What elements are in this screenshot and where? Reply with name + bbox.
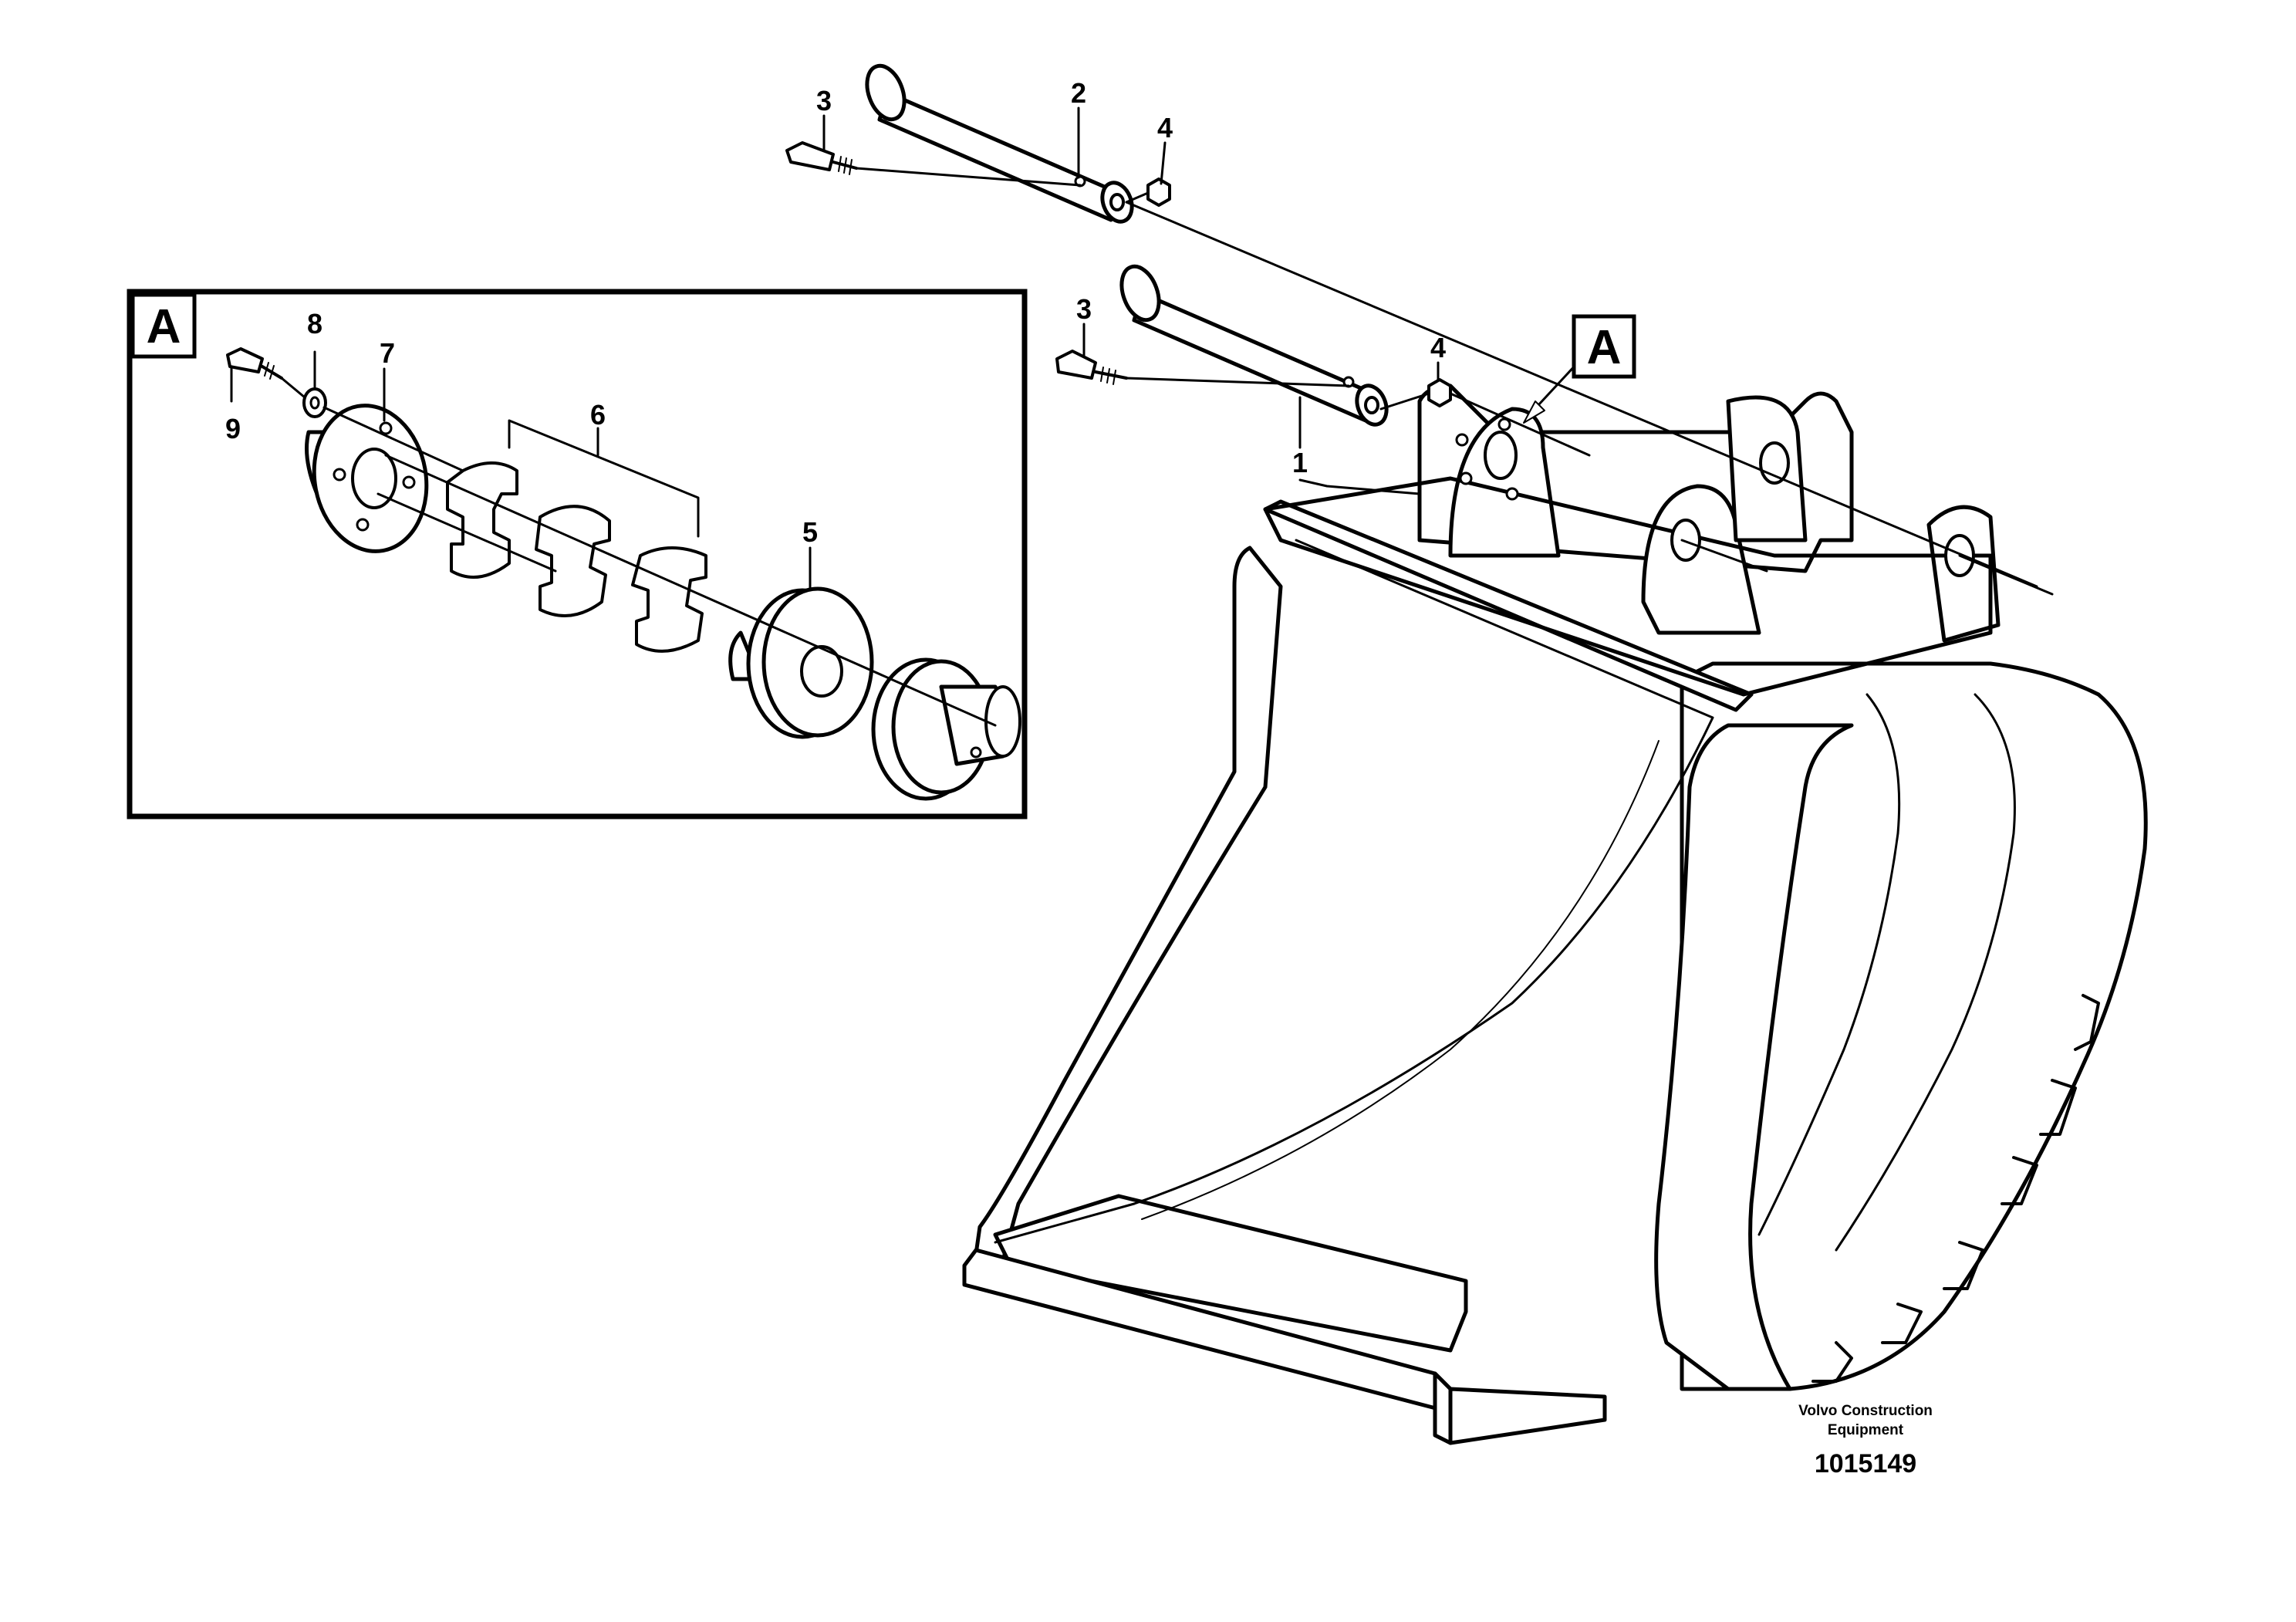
pin-2-assembly (785, 63, 2038, 588)
credit-line-1: Volvo Construction (1798, 1403, 1933, 1419)
bucket (962, 384, 2148, 1445)
detail-callout-letter: A (1587, 321, 1622, 374)
callout-9: 9 (225, 413, 241, 444)
callout-3-lower: 3 (1076, 293, 1092, 325)
detail-view-a (127, 289, 1028, 819)
callout-4-lower: 4 (1430, 332, 1446, 363)
callout-5: 5 (802, 516, 818, 548)
callout-4-top: 4 (1157, 112, 1173, 144)
callout-6: 6 (590, 399, 606, 431)
footer: Volvo Construction Equipment 1015149 (1798, 1403, 1933, 1478)
callout-8: 8 (307, 308, 322, 340)
callout-7: 7 (380, 337, 395, 369)
credit-line-2: Equipment (1828, 1422, 1904, 1438)
callout-3-top: 3 (816, 85, 832, 117)
pin-1-assembly (1055, 264, 2054, 596)
callout-leaders (822, 106, 1579, 495)
callout-labels: A A 3 2 4 3 4 1 8 7 9 6 5 (147, 77, 1636, 548)
callout-2: 2 (1071, 77, 1086, 109)
detail-box-letter: A (147, 300, 181, 353)
callout-1: 1 (1292, 447, 1308, 478)
document-number: 1015149 (1815, 1449, 1916, 1478)
